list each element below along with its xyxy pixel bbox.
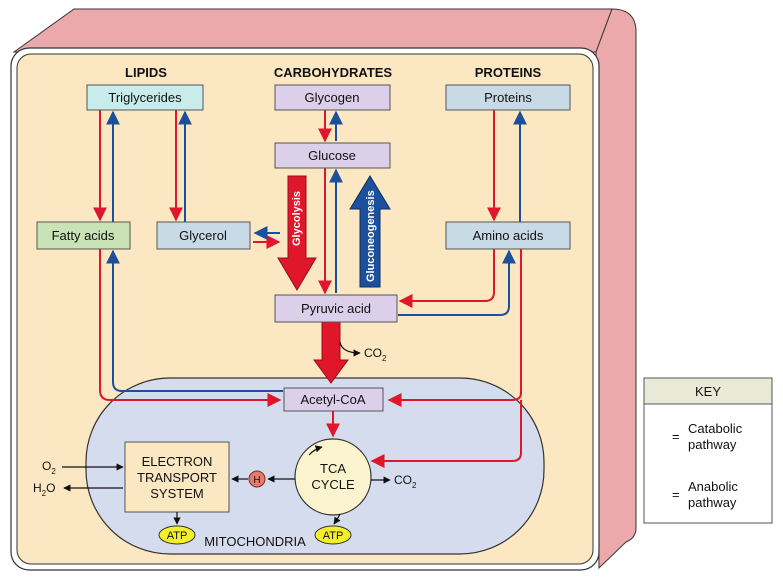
key-anabolic-line2: pathway xyxy=(688,495,737,510)
atp-badge-ets xyxy=(158,525,196,545)
atp-badge-tca xyxy=(314,525,352,545)
proteins-label: Proteins xyxy=(484,90,532,105)
catabolic-arrows xyxy=(93,110,669,468)
cell-wall-top xyxy=(12,8,613,53)
tca-cycle-circle xyxy=(294,438,372,516)
hydrogen-label: H xyxy=(253,475,260,486)
glycogen-label: Glycogen xyxy=(305,90,360,105)
pyruvic-to-acetyl-coa-big-arrow xyxy=(313,320,349,384)
h2o-label: H2O xyxy=(33,481,55,498)
anabolic-arrows xyxy=(106,110,669,514)
glycogen-box xyxy=(274,84,391,111)
key-title: KEY xyxy=(695,384,721,399)
triglycerides-label: Triglycerides xyxy=(108,90,182,105)
key-header xyxy=(643,377,773,405)
key-catabolic-line2: pathway xyxy=(688,437,737,452)
amino-acids-to-acetyl-coa-arrow xyxy=(387,249,522,407)
amino-acids-to-tca-arrow xyxy=(370,400,522,468)
fatty-acids-to-acetyl-coa-arrow xyxy=(99,249,282,407)
electron-transport-system-box xyxy=(124,441,230,513)
tca-cycle-loop-arrow xyxy=(308,445,323,456)
lipids-header: LIPIDS xyxy=(125,65,167,80)
glucose-box xyxy=(274,142,391,169)
pyruvic-to-amino-acids-arrow xyxy=(398,249,516,316)
atp-label-ets: ATP xyxy=(167,530,188,542)
fatty-acids-label: Fatty acids xyxy=(52,228,115,243)
key-equals-catabolic: = xyxy=(672,429,680,444)
glucose-label: Glucose xyxy=(308,148,356,163)
tca-label-line1: TCA xyxy=(320,461,346,476)
gluconeogenesis-big-arrow xyxy=(349,175,391,288)
pyruvic-acid-box xyxy=(274,294,398,323)
mitochondria-label: MITOCHONDRIA xyxy=(204,534,306,549)
glycolysis-big-arrow xyxy=(277,175,317,291)
pyruvic-acid-label: Pyruvic acid xyxy=(301,301,371,316)
ets-label-line1: ELECTRON xyxy=(142,454,213,469)
amino-acids-box xyxy=(445,221,571,250)
glycerol-label: Glycerol xyxy=(179,228,227,243)
atp-label-tca: ATP xyxy=(323,530,344,542)
pyruvic-co2-arrow xyxy=(339,341,361,357)
co2-label-pyruvic: CO2 xyxy=(364,346,387,363)
glycolysis-label: Glycolysis xyxy=(291,191,303,246)
proteins-header: PROTEINS xyxy=(475,65,542,80)
acetyl-coa-to-fatty-acids-arrow xyxy=(106,249,283,392)
acetyl-coa-label: Acetyl-CoA xyxy=(300,392,365,407)
key-catabolic-line1: Catabolic xyxy=(688,421,743,436)
glycerol-box xyxy=(156,221,251,250)
triglycerides-box xyxy=(86,84,204,111)
key-anabolic-line1: Anabolic xyxy=(688,479,738,494)
fatty-acids-box xyxy=(36,221,131,250)
tca-label-line2: CYCLE xyxy=(311,477,355,492)
cell-wall-side xyxy=(595,8,637,570)
hydrogen-dot xyxy=(248,470,266,488)
co2-label-tca: CO2 xyxy=(394,473,417,490)
gluconeogenesis-label: Gluconeogenesis xyxy=(365,190,377,282)
key-equals-anabolic: = xyxy=(672,487,680,502)
amino-acids-to-pyruvic-arrow xyxy=(398,249,495,308)
tca-to-atp-arrow xyxy=(333,513,341,525)
proteins-box xyxy=(445,84,571,111)
ets-label-line3: SYSTEM xyxy=(150,486,203,501)
acetyl-coa-box xyxy=(283,387,384,412)
amino-acids-label: Amino acids xyxy=(473,228,544,243)
carbohydrates-header: CARBOHYDRATES xyxy=(274,65,393,80)
ets-label-line2: TRANSPORT xyxy=(137,470,217,485)
o2-label: O2 xyxy=(42,459,56,476)
